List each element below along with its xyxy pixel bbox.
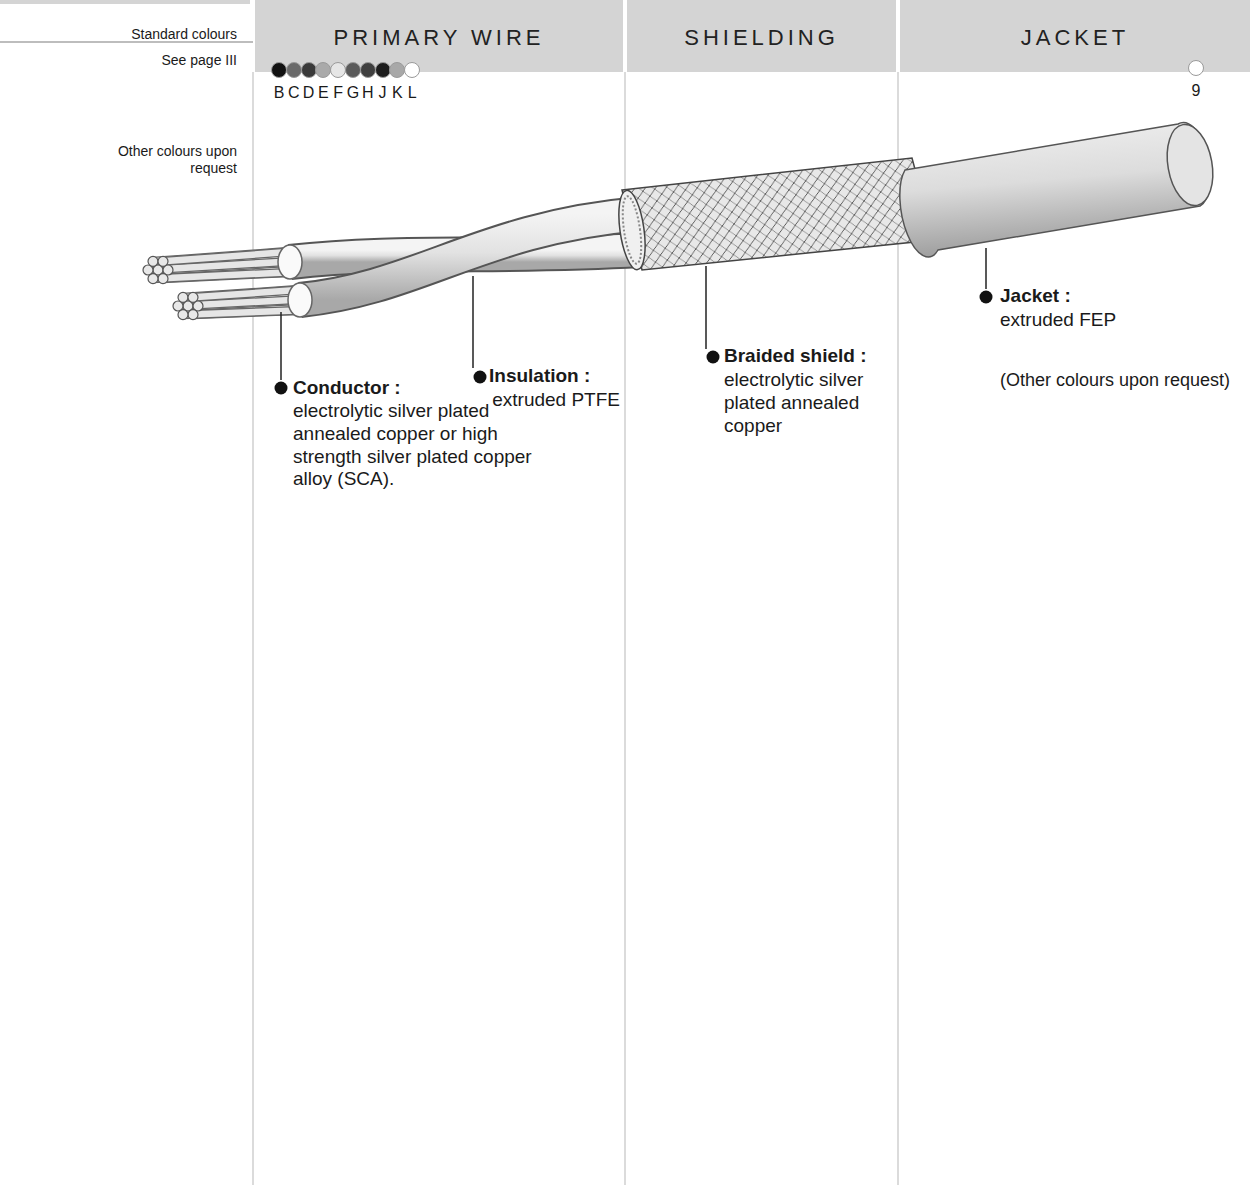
leader-line (705, 266, 707, 349)
callout-bullet (980, 291, 993, 304)
colour-swatch (286, 62, 302, 78)
colour-swatch (404, 62, 420, 78)
colour-letter: 9 (1180, 82, 1212, 100)
wire-end (288, 283, 312, 317)
callout-bullet (707, 351, 720, 364)
callout-title: Braided shield : (724, 345, 894, 368)
strand-tips (143, 256, 203, 319)
colour-swatch (301, 62, 317, 78)
shield-foil (619, 195, 644, 265)
header-band: SHIELDING (627, 0, 896, 72)
callout-text: extruded PTFE (460, 389, 620, 412)
leader-lines (281, 248, 986, 380)
column-heading: JACKET (900, 25, 1250, 51)
colour-swatch (389, 62, 405, 78)
strand-outline (153, 272, 286, 278)
colour-swatch (375, 62, 391, 78)
divider-line (252, 72, 254, 1185)
strand-tip (188, 310, 198, 320)
colour-swatch (345, 62, 361, 78)
callout-title: Jacket : (1000, 285, 1200, 308)
leader-line (472, 276, 474, 368)
column-heading: SHIELDING (627, 25, 896, 51)
shield-end (615, 189, 650, 272)
wire-outline (300, 214, 640, 300)
strand (153, 272, 286, 278)
column-heading: PRIMARY WIRE (255, 25, 623, 51)
strand-tip (158, 274, 168, 284)
colour-swatch (315, 62, 331, 78)
colour-letter: L (396, 84, 428, 102)
colour-swatch (1188, 60, 1204, 76)
colour-swatch (330, 62, 346, 78)
note-text: Other colours upon request (107, 143, 237, 177)
callout-text: electrolytic silver plated annealed copp… (293, 400, 533, 491)
callout-bullet (275, 382, 288, 395)
callout-text: extruded FEP (1000, 309, 1200, 332)
strand-outline (163, 252, 295, 262)
strand-tip (178, 292, 188, 302)
colour-swatch (360, 62, 376, 78)
note-text: (Other colours upon request) (1000, 370, 1244, 392)
note-text: Standard colours (20, 26, 237, 43)
callout-bullet (474, 371, 487, 384)
jacket-end (1161, 121, 1219, 209)
braided-shield (622, 158, 934, 270)
callout-title: Insulation : (489, 365, 619, 388)
strand-tip (148, 256, 158, 266)
top-strip (0, 0, 250, 4)
leader-line (280, 312, 282, 380)
strand-tip (188, 292, 198, 302)
jacket (900, 123, 1211, 257)
insulated-wire (300, 214, 640, 300)
colour-swatch (271, 62, 287, 78)
strand-tip (158, 256, 168, 266)
strand (163, 252, 295, 262)
callout-text: electrolytic silver plated annealed copp… (724, 369, 889, 437)
leader-line (985, 248, 987, 289)
note-text: See page III (20, 52, 237, 69)
wire-end (278, 245, 302, 279)
